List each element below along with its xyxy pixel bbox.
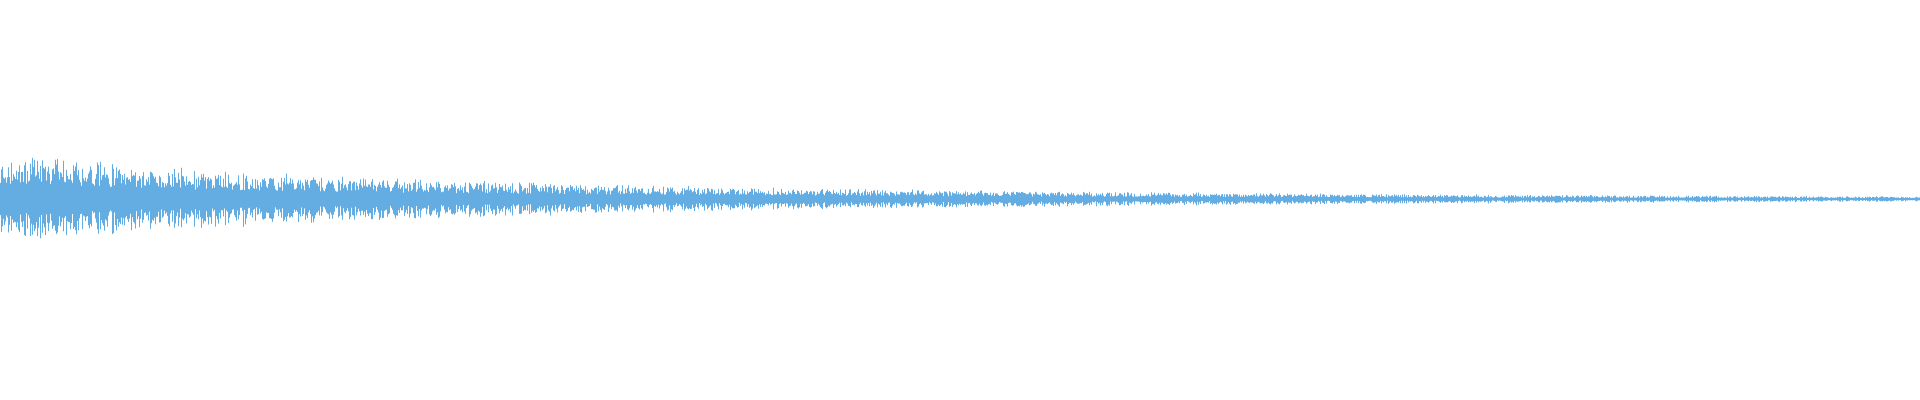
waveform-bars xyxy=(0,157,1920,239)
